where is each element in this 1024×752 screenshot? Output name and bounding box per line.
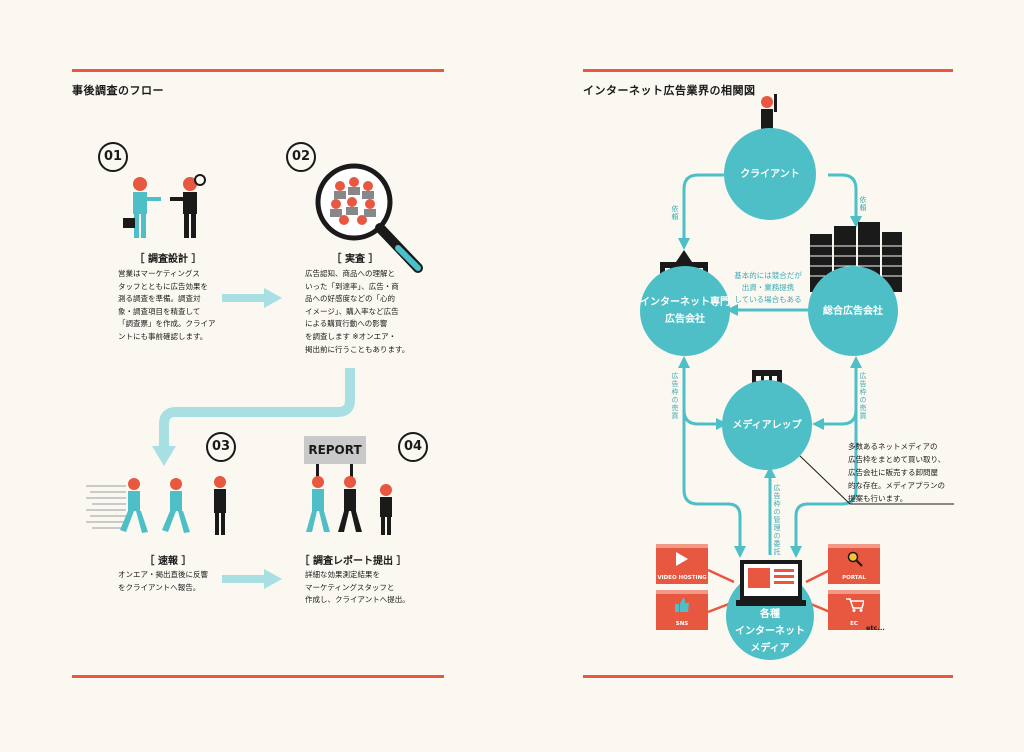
arrow-01-02 bbox=[222, 288, 282, 308]
laptop-icon bbox=[736, 560, 806, 606]
media-rep-description: 多数あるネットメディアの 広告枠をまとめて買い取り、 広告会社に販売する卸問屋 … bbox=[848, 442, 946, 503]
media-label-ec: EC bbox=[850, 621, 858, 627]
media-label-video: VIDEO HOSTING bbox=[657, 575, 707, 581]
arrow-03-04 bbox=[222, 569, 282, 589]
step-number-04: 04 bbox=[398, 432, 428, 462]
node-client: クライアント bbox=[724, 128, 816, 220]
media-label-sns: SNS bbox=[675, 621, 689, 627]
step-text-02: 広告認知、商品への理解と いった「到達率」、広告・商 品への好感度などの「心的 … bbox=[305, 269, 410, 354]
arrow-02-03-head bbox=[152, 446, 176, 466]
step-text-03: オンエア・掲出直後に反響 をクライアントへ報告。 bbox=[118, 570, 208, 592]
magnifier-crowd-illustration bbox=[315, 163, 423, 273]
arrow-02-03 bbox=[159, 368, 355, 448]
step-title-01: ［ 調査設計 ］ bbox=[134, 254, 202, 265]
meeting-illustration bbox=[123, 174, 206, 238]
label-management: 広告枠の管理の委託 bbox=[773, 484, 781, 556]
shopping-cart-icon bbox=[846, 598, 864, 612]
label-sales-right: 広告枠の売買 bbox=[859, 372, 867, 420]
step-number-01: 01 bbox=[98, 142, 128, 172]
step-text-04: 詳細な効果測定結果を マーケティングスタッフと 作成し、クライアントへ提出。 bbox=[305, 570, 410, 605]
relationship-connectors bbox=[678, 173, 954, 614]
report-sign: REPORT bbox=[304, 436, 366, 464]
search-icon bbox=[847, 551, 863, 567]
node-general-agency: 総合広告会社 bbox=[808, 266, 898, 356]
label-request-right: 依頼 bbox=[859, 196, 867, 212]
step-number-03: 03 bbox=[206, 432, 236, 462]
node-media-rep: メディアレップ bbox=[722, 380, 812, 470]
label-request-left: 依頼 bbox=[671, 205, 679, 221]
step-number-02: 02 bbox=[286, 142, 316, 172]
etc-label: etc... bbox=[866, 624, 885, 632]
thumbs-up-icon bbox=[675, 598, 689, 612]
step-title-02: ［ 実査 ］ bbox=[331, 254, 379, 265]
right-section-title: インターネット広告業界の相関図 bbox=[583, 84, 756, 97]
left-bottom-rule bbox=[72, 675, 444, 678]
flow-arrows bbox=[152, 288, 355, 589]
node-net-agency: インターネット専門 広告会社 bbox=[640, 266, 730, 356]
left-section-title: 事後調査のフロー bbox=[72, 84, 164, 97]
report-people-illustration bbox=[306, 464, 392, 535]
media-ec: EC bbox=[828, 590, 880, 630]
label-sales-left: 広告枠の売買 bbox=[671, 372, 679, 420]
media-sns: SNS bbox=[656, 590, 708, 630]
label-competition: 基本的には競合だが 出資・業務提携 している場合もある bbox=[734, 271, 802, 304]
media-portal: PORTAL bbox=[828, 544, 880, 584]
running-people-illustration bbox=[86, 476, 226, 535]
right-top-rule bbox=[583, 69, 953, 72]
step-text-01: 営業はマーケティングス タッフとともに広告効果を 測る調査を準備。調査対 象・調… bbox=[118, 269, 216, 341]
step-title-03: ［ 速報 ］ bbox=[144, 556, 192, 567]
media-label-portal: PORTAL bbox=[842, 575, 866, 581]
left-top-rule bbox=[72, 69, 444, 72]
play-icon bbox=[676, 552, 688, 566]
right-bottom-rule bbox=[583, 675, 953, 678]
media-video-hosting: VIDEO HOSTING bbox=[656, 544, 708, 584]
step-title-04: ［ 調査レポート提出 ］ bbox=[299, 556, 407, 567]
